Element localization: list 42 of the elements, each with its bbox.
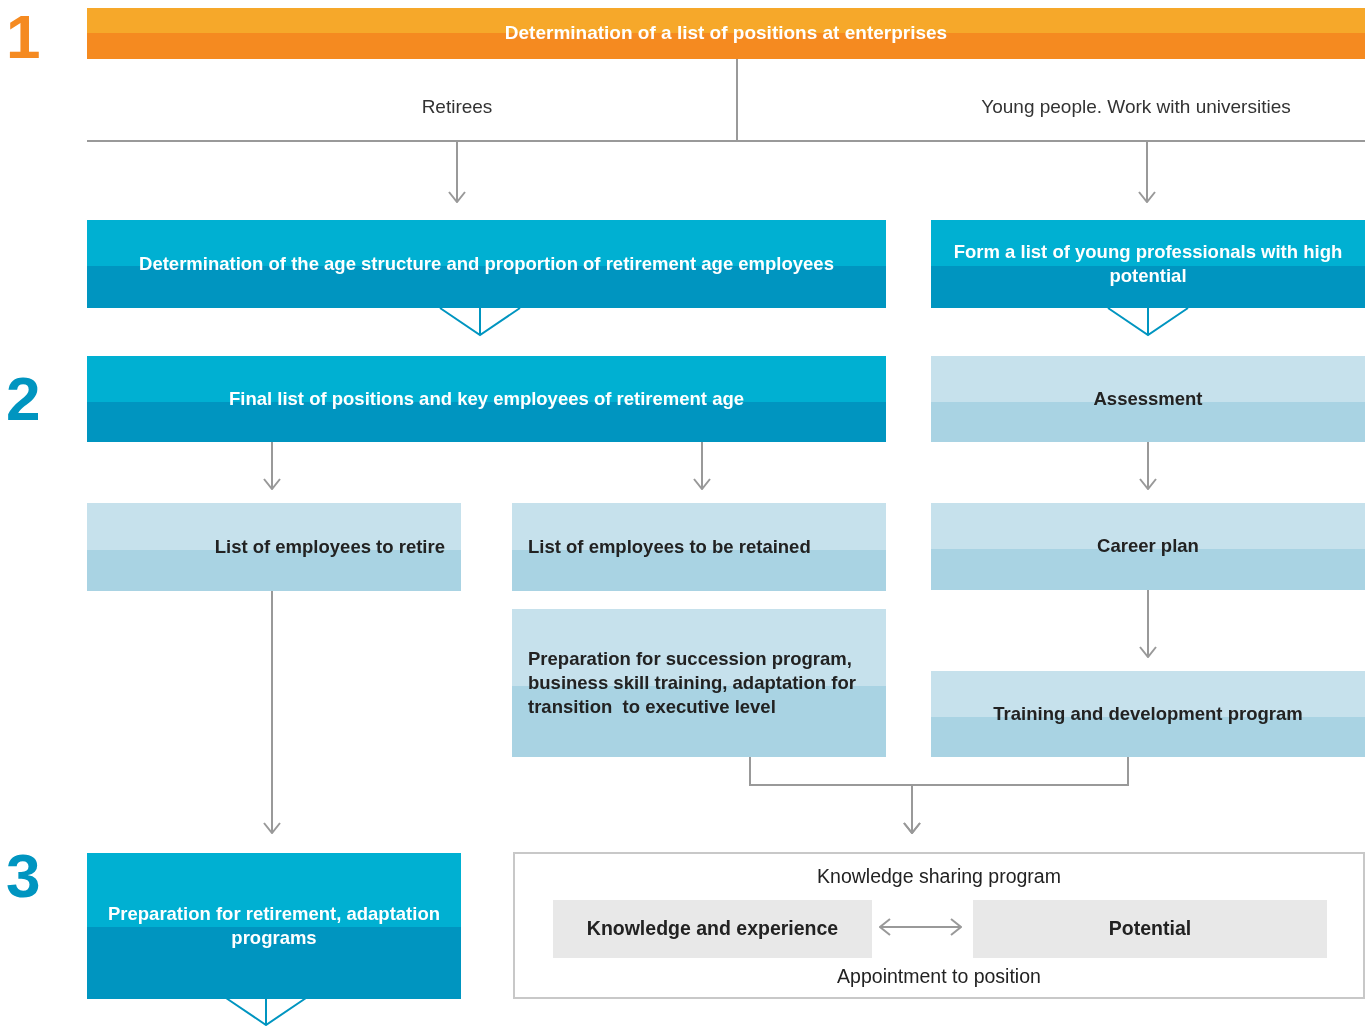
box-label: Training and development program bbox=[993, 701, 1303, 726]
arrow bbox=[903, 756, 1129, 834]
box-label: Appointment to position bbox=[837, 963, 1041, 989]
box-label: Career plan bbox=[1097, 534, 1199, 559]
arrow bbox=[263, 590, 281, 834]
edge-label: Young people. Work with universities bbox=[981, 96, 1291, 118]
chevron-arrow bbox=[225, 997, 307, 1026]
process-box bbox=[931, 503, 1365, 590]
process-box bbox=[87, 853, 461, 999]
process-box bbox=[87, 220, 886, 308]
box-label: Preparation for succession program, business skill training, adaptation for transition to executive level bbox=[528, 646, 857, 719]
arrow bbox=[1139, 441, 1157, 490]
arrow bbox=[1139, 589, 1157, 658]
arrow bbox=[693, 441, 711, 490]
box-label: Final list of positions and key employees of retirement age bbox=[228, 386, 744, 411]
box-label: Knowledge sharing program bbox=[817, 864, 1061, 889]
box-label: Determination of the age structure and proportion of retirement age employees bbox=[139, 251, 834, 276]
process-box bbox=[87, 503, 461, 591]
process-box bbox=[87, 356, 886, 442]
box-label: Knowledge and experience bbox=[586, 916, 839, 942]
box-label: Assessment bbox=[1093, 386, 1203, 411]
group-box bbox=[513, 852, 1365, 999]
box-label: List of employees to retire bbox=[214, 534, 445, 559]
box-label: Preparation for retirement, adaptation programs bbox=[106, 901, 441, 950]
box-label: Determination of a list of positions at enterprises bbox=[504, 21, 948, 46]
box-label: Potential bbox=[1108, 916, 1192, 942]
process-box bbox=[87, 8, 1365, 59]
process-box bbox=[512, 609, 886, 757]
process-box bbox=[931, 671, 1365, 757]
edge-label: Retirees bbox=[421, 96, 493, 118]
step-number: 1 bbox=[6, 6, 41, 68]
step-number: 3 bbox=[6, 845, 41, 907]
chevron-arrow bbox=[1107, 307, 1189, 336]
step-number: 2 bbox=[6, 368, 41, 430]
box-label: Form a list of young professionals with high potential bbox=[952, 239, 1344, 288]
process-box bbox=[931, 220, 1365, 308]
chevron-arrow bbox=[439, 307, 521, 336]
arrow bbox=[263, 441, 281, 490]
box-label: List of employees to be retained bbox=[528, 534, 811, 559]
process-box bbox=[512, 503, 886, 591]
process-box bbox=[931, 356, 1365, 442]
arrow bbox=[879, 918, 962, 936]
